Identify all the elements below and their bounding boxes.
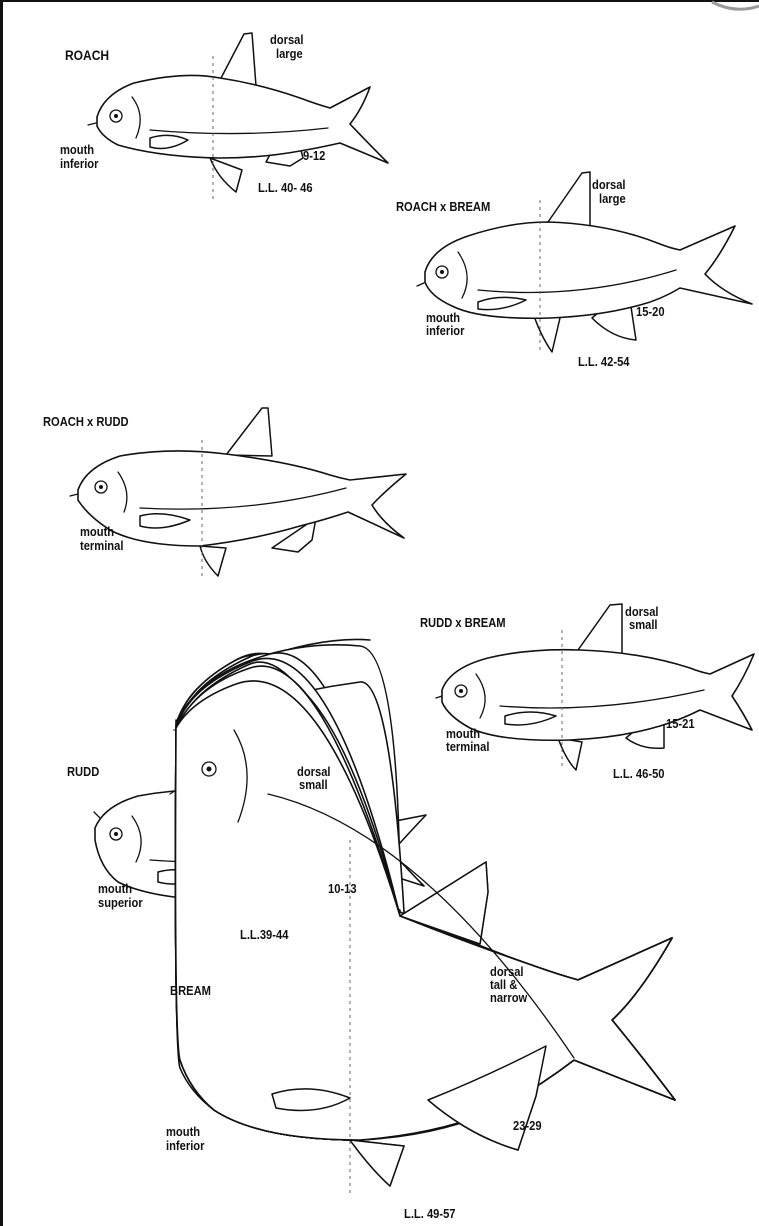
bream-mouth-word: mouth [166, 1124, 200, 1139]
bream-mouth-desc: inferior [166, 1138, 205, 1153]
roach-x-rudd-pelvic-fin [200, 546, 226, 576]
roach-pelvic-fin [210, 158, 242, 192]
roach-x-bream-dorsal-desc: large [599, 191, 626, 206]
rudd-mouth [94, 812, 100, 818]
roach-mouth-desc: inferior [60, 156, 99, 171]
roach-mouth [88, 123, 96, 125]
bream-anal-rays: 23-29 [513, 1118, 542, 1133]
roach-x-rudd-mouth [70, 494, 78, 496]
roach-x-rudd-mouth-word: mouth [80, 524, 114, 539]
roach-x-rudd-mouth-desc: terminal [80, 538, 123, 553]
rudd-mouth-word: mouth [98, 881, 132, 896]
roach-figure [88, 33, 388, 200]
roach-x-rudd-dorsal-fin [226, 408, 272, 456]
roach-x-rudd-pupil [99, 485, 103, 489]
roach-mouth-word: mouth [60, 142, 94, 157]
roach-dorsal-desc: large [276, 46, 303, 61]
roach-dorsal-word: dorsal [270, 32, 304, 47]
rudd-anal-rays: 10-13 [328, 881, 357, 896]
bream-pelvic [350, 1140, 404, 1186]
bream-pupil [207, 767, 212, 772]
roach-x-bream-body [425, 222, 752, 318]
roach-x-bream-pupil [440, 270, 444, 274]
roach-lateral-line-count: L.L. 40- 46 [258, 180, 313, 195]
roach-x-bream-dorsal-word: dorsal [592, 177, 626, 192]
rudd-x-bream-pupil [459, 689, 463, 693]
bream-title: BREAM [170, 983, 211, 998]
corner-mark [712, 2, 759, 9]
rudd-x-bream-dorsal-desc: small [629, 617, 658, 632]
bream-dorsal-desc-2: narrow [490, 990, 528, 1005]
rudd-x-bream-mouth [436, 696, 442, 698]
roach-x-rudd-title: ROACH x RUDD [43, 414, 129, 429]
rudd-lateral-line-count: L.L.39-44 [240, 927, 289, 942]
roach-pupil [114, 114, 118, 118]
roach-x-bream-mouth-desc: inferior [426, 323, 465, 338]
rudd-x-bream-body [442, 650, 754, 741]
bream-lateral-line-count: L.L. 49-57 [404, 1206, 456, 1221]
rudd-dorsal-desc: small [299, 777, 328, 792]
rudd-x-bream-mouth-desc: terminal [446, 739, 489, 754]
rudd-x-bream-lateral-line-count: L.L. 46-50 [613, 766, 665, 781]
rudd-title: RUDD [67, 764, 99, 779]
rudd-x-bream-dorsal-fin [578, 604, 622, 654]
rudd-x-bream-title: RUDD x BREAM [420, 615, 506, 630]
roach-x-bream-title: ROACH x BREAM [396, 199, 490, 214]
rudd-mouth-desc: superior [98, 895, 143, 910]
rudd-pupil [114, 832, 118, 836]
roach-x-bream-mouth [417, 283, 424, 286]
roach-x-bream-anal-rays: 15-20 [636, 304, 665, 319]
rudd-x-bream-anal-rays: 15-21 [666, 716, 695, 731]
roach-title: ROACH [65, 47, 109, 63]
roach-x-bream-lateral-line-count: L.L. 42-54 [578, 354, 630, 369]
roach-x-bream-dorsal-fin [548, 172, 590, 226]
roach-anal-rays: 9-12 [303, 148, 326, 163]
